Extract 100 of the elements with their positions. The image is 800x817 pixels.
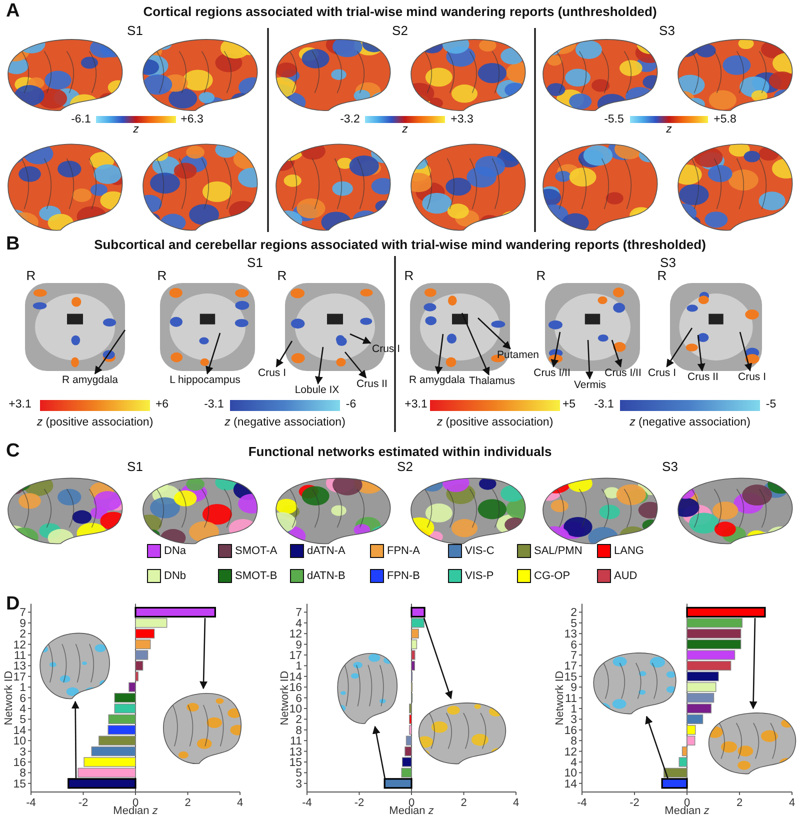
- scale-label: -6.1: [71, 114, 91, 126]
- tick-label: 17: [564, 660, 577, 673]
- scale-label: z: [402, 124, 408, 136]
- tick-label: 15: [289, 757, 302, 769]
- legend-label: AUD: [614, 570, 638, 582]
- legend-label: SAL/PMN: [534, 545, 582, 557]
- tick-label: 5: [20, 714, 26, 726]
- panel-letter: D: [6, 594, 20, 616]
- legend-label: FPN-B: [387, 570, 420, 582]
- tick-label: -4: [26, 797, 36, 809]
- tick-label: 14: [13, 724, 26, 737]
- tick-label: 5: [296, 768, 302, 780]
- tick-label: 2: [570, 607, 577, 620]
- scale-label: -6: [346, 398, 356, 412]
- structure-label: Crus II: [688, 372, 718, 384]
- tick-label: 5: [570, 618, 577, 630]
- tick-label: 1: [570, 704, 577, 716]
- subject-label: S3: [662, 460, 678, 474]
- leader-arrow: [276, 340, 293, 368]
- arrow: [71, 700, 80, 779]
- leader-arrow: [434, 334, 444, 375]
- tick-label: 17: [13, 671, 26, 684]
- scale-label: -5: [766, 398, 776, 412]
- subject-label: S3: [659, 24, 675, 38]
- leader-arrow: [666, 328, 693, 368]
- orientation-label: R: [26, 268, 36, 284]
- tick-label: -2: [354, 797, 364, 809]
- subject-label: S2: [392, 24, 408, 38]
- tick-label: 4: [570, 757, 577, 769]
- leader-arrow: [611, 340, 622, 368]
- structure-label: Crus II: [356, 379, 388, 391]
- structure-label: R amygdala: [408, 375, 466, 387]
- arrow: [372, 726, 386, 780]
- tick-label: 3: [570, 714, 577, 726]
- panel-title: Subcortical and cerebellar regions associated with trial-wise mind wandering reports (thresholded): [94, 238, 706, 252]
- leader-arrow: [206, 332, 221, 374]
- scale-label: +6: [155, 398, 169, 412]
- tick-label: 12: [564, 746, 577, 758]
- tick-label: 4: [236, 797, 244, 809]
- legend-label: SMOT-A: [235, 545, 278, 557]
- tick-label: 15: [13, 778, 26, 790]
- legend-label: dATN-A: [307, 545, 346, 557]
- leader-arrow: [350, 333, 372, 344]
- tick-label: 4: [512, 797, 520, 809]
- legend-label: DNa: [164, 545, 186, 557]
- tick-label: 11: [14, 650, 26, 662]
- axis-title: Network ID: [3, 670, 15, 726]
- tick-label: -2: [78, 797, 88, 809]
- arrow: [200, 618, 208, 690]
- subject-label: S1: [127, 24, 143, 38]
- tick-label: 3: [296, 778, 302, 790]
- axis-title: Network ID: [279, 670, 291, 726]
- tick-label: 2: [184, 797, 191, 809]
- tick-label: 16: [564, 724, 577, 737]
- orientation-label: R: [277, 268, 287, 284]
- tick-label: 6: [296, 692, 302, 705]
- tick-label: 7: [296, 607, 302, 620]
- tick-label: 2: [296, 714, 302, 726]
- legend-label: LANG: [614, 545, 644, 557]
- tick-label: 6: [570, 639, 577, 652]
- arrow: [423, 618, 453, 700]
- scale-label: -3.1: [204, 398, 224, 412]
- tick-label: 2: [460, 797, 467, 809]
- orientation-label: R: [404, 268, 414, 284]
- tick-label: 2: [20, 628, 26, 641]
- tick-label: 12: [289, 628, 302, 641]
- subject-label: S1: [127, 460, 143, 474]
- tick-label: 13: [13, 660, 26, 673]
- structure-label: Crus I: [648, 368, 676, 380]
- legend-label: dATN-B: [307, 570, 346, 582]
- tick-label: 3: [20, 746, 26, 758]
- scale-label: z (positive association): [436, 416, 554, 430]
- scale-label: +3.1: [8, 398, 32, 412]
- subject-label: S1: [247, 256, 263, 270]
- legend-label: CG-OP: [534, 570, 570, 582]
- tick-label: 17: [289, 650, 302, 662]
- orientation-label: R: [536, 268, 546, 284]
- tick-label: 12: [13, 639, 26, 652]
- scale-label: +5: [562, 398, 576, 412]
- tick-label: 9: [570, 682, 577, 694]
- structure-label: Crus I: [258, 368, 286, 380]
- structure-label: Crus I/II: [534, 368, 570, 380]
- panel-letter: B: [6, 234, 20, 256]
- tick-label: 15: [564, 671, 577, 684]
- scale-label: +6.3: [180, 114, 204, 126]
- leader-arrow: [461, 312, 490, 376]
- tick-label: 10: [289, 704, 302, 716]
- tick-label: 16: [13, 757, 26, 769]
- structure-label: R amygdala: [62, 375, 118, 387]
- legend-label: VIS-C: [465, 545, 494, 557]
- scale-label: +3.1: [404, 398, 428, 412]
- tick-label: 10: [564, 768, 577, 780]
- leader-arrow: [550, 332, 561, 368]
- leader-arrow: [344, 352, 367, 378]
- panel-letter: C: [6, 442, 20, 462]
- panel-letter: A: [6, 2, 20, 22]
- tick-label: 10: [13, 736, 26, 748]
- structure-label: Lobule IX: [294, 385, 340, 397]
- tick-label: 4: [788, 797, 796, 809]
- scale-label: z (negative association): [630, 416, 750, 430]
